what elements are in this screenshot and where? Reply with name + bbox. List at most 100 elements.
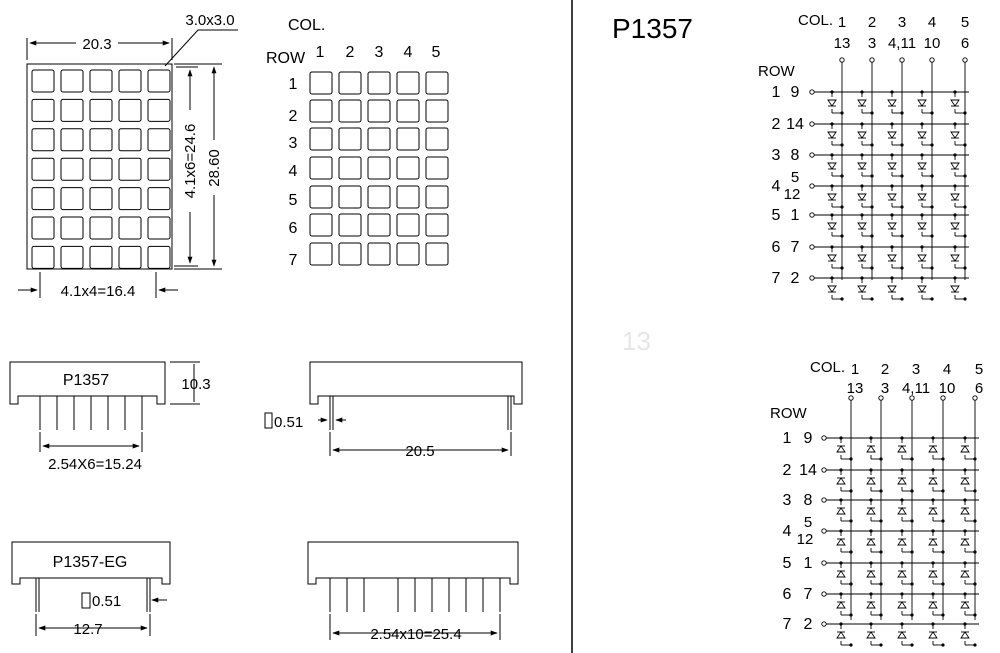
junction	[849, 643, 853, 647]
led-diode	[857, 99, 867, 107]
map-row-label: 5	[289, 192, 298, 209]
col-terminal	[972, 395, 978, 401]
led-diode	[887, 222, 897, 230]
col-number: 5	[961, 14, 969, 31]
led-dot	[338, 242, 362, 266]
front-view	[18, 29, 238, 298]
row-terminal	[821, 591, 827, 597]
junction	[963, 297, 967, 301]
led-diode	[827, 99, 837, 107]
junction	[930, 234, 934, 238]
row-header: ROW	[770, 405, 808, 422]
junction	[941, 489, 945, 493]
junction	[910, 643, 914, 647]
junction	[870, 111, 874, 115]
row-number: 3	[783, 492, 792, 509]
junction	[870, 297, 874, 301]
led-diode	[960, 631, 970, 639]
junction	[930, 205, 934, 209]
junction	[900, 174, 904, 178]
col-pin: 6	[975, 380, 983, 397]
led-dot	[60, 157, 84, 181]
led-dot	[396, 242, 420, 266]
led-diode	[950, 193, 960, 201]
led-dot	[118, 98, 142, 122]
row-number: 4	[772, 178, 781, 195]
led-dot	[396, 127, 420, 151]
led-diode	[917, 222, 927, 230]
led-dot	[367, 71, 391, 95]
col-number: 5	[975, 361, 983, 378]
junction	[941, 550, 945, 554]
junction	[879, 519, 883, 523]
col-pin: 10	[939, 380, 956, 397]
row-pin: 2	[791, 270, 800, 287]
junction	[849, 489, 853, 493]
junction	[963, 205, 967, 209]
junction	[900, 205, 904, 209]
map-row-label: 1	[289, 76, 298, 93]
led-dot	[60, 187, 84, 211]
led-diode	[866, 507, 876, 515]
col-terminal	[869, 57, 875, 63]
length-dimension: 20.5	[405, 443, 434, 460]
junction	[973, 550, 977, 554]
led-diode	[857, 254, 867, 262]
junction	[910, 457, 914, 461]
led-diode	[836, 538, 846, 546]
col-pin: 6	[961, 35, 969, 52]
junction	[879, 489, 883, 493]
led-diode	[827, 222, 837, 230]
row-pin: 1	[804, 555, 813, 572]
map-col-label: 2	[346, 44, 355, 61]
map-row-label: 4	[289, 163, 298, 180]
led-diode	[836, 631, 846, 639]
junction	[900, 266, 904, 270]
col-terminal	[878, 395, 884, 401]
led-dot	[309, 242, 333, 266]
map-row-header: ROW	[266, 50, 306, 67]
map-col-label: 5	[432, 44, 441, 61]
col-header: COL.	[798, 12, 833, 29]
led-diode	[928, 477, 938, 485]
row-number: 5	[783, 555, 792, 572]
led-diode	[836, 477, 846, 485]
led-diode	[866, 538, 876, 546]
led-dot	[89, 216, 113, 240]
led-diode	[866, 445, 876, 453]
row-terminal	[809, 152, 815, 158]
junction	[840, 111, 844, 115]
led-dot	[367, 99, 391, 123]
row-pin: 1	[791, 207, 800, 224]
width-dimension: 20.3	[82, 36, 111, 53]
row-number: 2	[772, 116, 781, 133]
col-pin: 10	[924, 35, 941, 52]
led-dot	[89, 187, 113, 211]
row-pin: 9	[791, 84, 800, 101]
led-dot	[118, 128, 142, 152]
led-dot	[396, 71, 420, 95]
led-dot	[31, 245, 55, 269]
led-dot	[31, 157, 55, 181]
col-number: 1	[851, 361, 859, 378]
row-pin: 9	[804, 430, 813, 447]
led-diode	[928, 538, 938, 546]
led-diode	[827, 285, 837, 293]
led-dot	[425, 242, 449, 266]
led-diode	[897, 507, 907, 515]
led-diode	[866, 601, 876, 609]
col-terminal	[839, 57, 845, 63]
row-pin: 7	[791, 239, 800, 256]
schematic-title: P1357	[612, 13, 693, 44]
dot-size-dimension: 3.0x3.0	[185, 12, 234, 29]
part-label-p1357-eg: P1357-EG	[53, 554, 128, 571]
row-number: 6	[772, 239, 781, 256]
junction	[879, 550, 883, 554]
led-dot	[425, 99, 449, 123]
row-pin: 8	[804, 492, 813, 509]
junction	[849, 550, 853, 554]
led-diode	[960, 477, 970, 485]
pin-pitch-dimension: 2.54X6=15.24	[48, 456, 142, 473]
junction	[879, 613, 883, 617]
side-view-11pin	[307, 541, 519, 640]
